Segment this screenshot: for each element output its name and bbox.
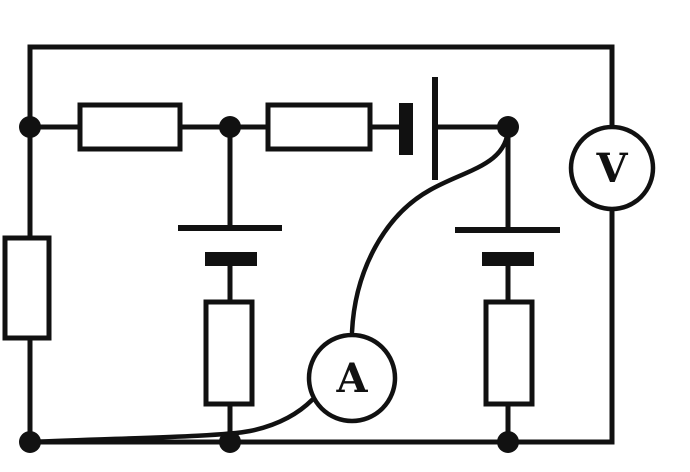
cell-top-long-plate [432, 77, 438, 180]
resistor-bottom-right [483, 299, 535, 407]
ammeter-lead-bottom [27, 397, 315, 445]
ammeter-circle [306, 332, 398, 424]
junction-node-top-left [19, 116, 41, 138]
cell-middle-short-plate [205, 252, 257, 266]
voltmeter-label: V [595, 145, 628, 192]
resistor-bottom-middle [203, 299, 255, 407]
junction-node-bottom-middle [219, 431, 241, 453]
junction-node-bottom-right [497, 431, 519, 453]
ammeter-label: A [335, 355, 368, 402]
cell-right-long-plate [455, 227, 560, 233]
resistor-left [2, 235, 52, 341]
cell-right-short-plate [482, 252, 534, 266]
cell-top-short-plate [399, 103, 413, 155]
junction-node-right [497, 116, 519, 138]
cell-right [455, 227, 560, 266]
cell-middle [178, 225, 282, 266]
ammeter: A [306, 332, 398, 424]
resistor-top-left [77, 102, 183, 152]
resistor-top-middle [265, 102, 373, 152]
ammeter-lead-top [349, 124, 511, 335]
cell-top [399, 77, 438, 180]
cell-middle-long-plate [178, 225, 282, 231]
voltmeter: V [568, 124, 656, 212]
junction-node-bottom-left [19, 431, 41, 453]
voltmeter-circle [568, 124, 656, 212]
junction-node-middle [219, 116, 241, 138]
